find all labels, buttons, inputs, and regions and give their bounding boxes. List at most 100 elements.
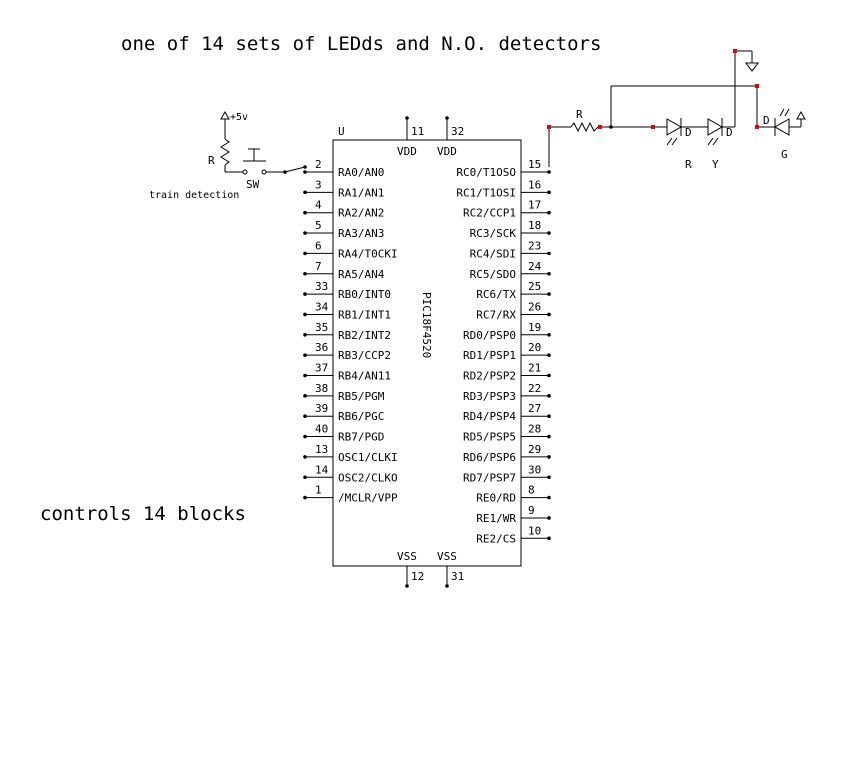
pin-number: 10 (528, 524, 541, 537)
pin-label: RA0/AN0 (338, 166, 384, 179)
led-green-diode-label: D (763, 114, 770, 127)
vdd-pin-11: 11 VDD (397, 116, 424, 158)
pin-label: RC1/T1OSI (456, 186, 516, 199)
pin-label: RD3/PSP3 (463, 390, 516, 403)
led-green-label: G (781, 148, 788, 161)
vdd-pin-32: 32 VDD (437, 116, 464, 158)
pin-label: RC3/SCK (470, 227, 517, 240)
pin-label: RC6/TX (476, 288, 516, 301)
pin-label: RD1/PSP1 (463, 349, 516, 362)
vss-pin-12: 12 VSS (397, 550, 424, 588)
vdd-pin-number: 11 (411, 125, 424, 138)
pin-number: 18 (528, 219, 541, 232)
chip-ref-label: U (338, 125, 345, 138)
vss-pin-label: VSS (437, 550, 457, 563)
switch-contact-left (242, 169, 248, 175)
pin-number: 1 (315, 484, 322, 497)
vdd-pin-label: VDD (397, 145, 417, 158)
pin-number: 19 (528, 321, 541, 334)
pin-label: RD7/PSP7 (463, 471, 516, 484)
supply-label: +5v (230, 112, 248, 123)
pin-number: 5 (315, 219, 322, 232)
vdd-pin-label: VDD (437, 145, 457, 158)
pin-number: 15 (528, 158, 541, 171)
pin-number: 16 (528, 178, 541, 191)
junction-marker (755, 84, 759, 88)
pin-number: 4 (315, 199, 322, 212)
pin-label: /MCLR/VPP (338, 492, 398, 505)
ground-icon (745, 62, 759, 72)
switch-label: SW (246, 178, 260, 191)
right-pin-column: 15RC0/T1OSO16RC1/T1OSI17RC2/CCP118RC3/SC… (456, 158, 551, 545)
train-detection-label: train detection (149, 190, 239, 201)
junction-marker (598, 125, 602, 129)
chip-part-label: PIC18F4520 (420, 292, 433, 358)
pin-number: 26 (528, 300, 541, 313)
diagram-title: one of 14 sets of LEDds and N.O. detecto… (121, 33, 601, 55)
pin-number: 24 (528, 260, 542, 273)
junction-marker (547, 125, 551, 129)
pin-label: RD4/PSP4 (463, 410, 516, 423)
vss-pin-number: 12 (411, 570, 424, 583)
left-pin-column: 2RA0/AN03RA1/AN14RA2/AN25RA3/AN36RA4/T0C… (303, 158, 398, 505)
led-green-icon (773, 108, 790, 136)
pin-number: 23 (528, 239, 541, 252)
pin-label: RB0/INT0 (338, 288, 391, 301)
pin-label: RB4/AN11 (338, 370, 391, 383)
pin-number: 3 (315, 178, 322, 191)
pin-label: RB7/PGD (338, 431, 384, 444)
green-supply-arrow-icon (796, 110, 806, 120)
junction-marker (651, 125, 655, 129)
pin-label: RA1/AN1 (338, 186, 384, 199)
vdd-pin-number: 32 (451, 125, 464, 138)
pin-number: 38 (315, 382, 328, 395)
pin-label: RD2/PSP2 (463, 370, 516, 383)
pin-number: 2 (315, 158, 322, 171)
diagram-caption: controls 14 blocks (40, 503, 246, 525)
supply-arrow-icon (220, 110, 230, 120)
pin-label: RD6/PSP6 (463, 451, 516, 464)
vss-pin-number: 31 (451, 570, 464, 583)
pin-label: RB2/INT2 (338, 329, 391, 342)
pin-number: 6 (315, 239, 322, 252)
pin-label: RB1/INT1 (338, 308, 391, 321)
pin-number: 20 (528, 341, 541, 354)
detector-resistor (220, 138, 230, 166)
led-resistor-label: R (576, 108, 583, 121)
pin-number: 17 (528, 199, 541, 212)
pin-number: 27 (528, 402, 541, 415)
pin-number: 36 (315, 341, 328, 354)
pin-label: RE1/WR (476, 512, 516, 525)
pin-number: 22 (528, 382, 541, 395)
junction-marker (733, 49, 737, 53)
pin-label: RB6/PGC (338, 410, 384, 423)
led-red-diode-label: D (685, 126, 692, 139)
pin-number: 28 (528, 423, 541, 436)
pin-label: RC0/T1OSO (456, 166, 516, 179)
pin-label: RD5/PSP5 (463, 431, 516, 444)
pin-number: 34 (315, 300, 329, 313)
left-pin-row: 1/MCLR/VPP (303, 484, 398, 505)
